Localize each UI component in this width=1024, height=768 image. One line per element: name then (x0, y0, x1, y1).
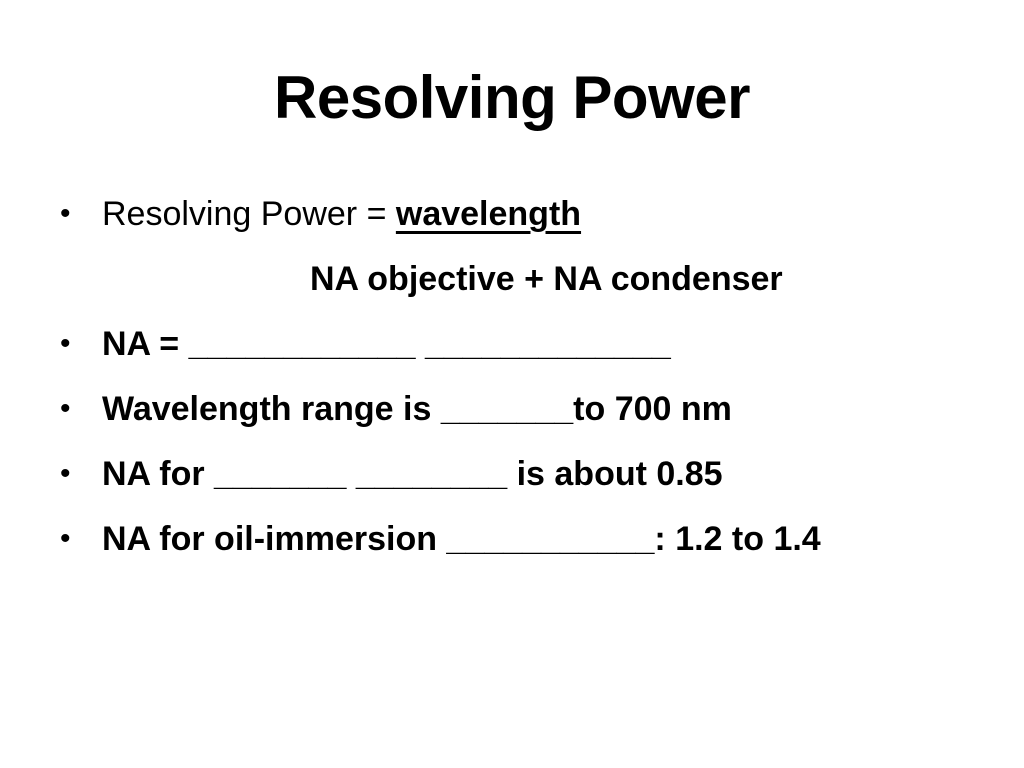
bullet-icon: • (60, 327, 71, 360)
formula-line: Resolving Power = wavelength (102, 190, 581, 238)
na-definition-text: NA = ____________ _____________ (102, 325, 671, 363)
bullet-icon: • (60, 522, 71, 555)
bullet-item-resolving-power: • Resolving Power = wavelength (60, 190, 1000, 255)
wavelength-range-text: Wavelength range is _______to 700 nm (102, 390, 732, 428)
bullet-icon: • (60, 197, 71, 230)
na-about-text: NA for _______ ________ is about 0.85 (102, 455, 723, 493)
formula-prefix: Resolving Power = (102, 195, 396, 233)
bullet-item-na-about: • NA for _______ ________ is about 0.85 (60, 450, 1000, 515)
slide-title: Resolving Power (274, 64, 750, 131)
bullet-icon: • (60, 457, 71, 490)
formula-denominator: NA objective + NA condenser (310, 260, 783, 298)
bullet-icon: • (60, 392, 71, 425)
bullet-item-na: • NA = ____________ _____________ (60, 320, 1000, 385)
oil-immersion-text: NA for oil-immersion ___________: 1.2 to… (102, 520, 821, 558)
formula-denominator-line: NA objective + NA condenser (60, 255, 1000, 320)
formula-numerator: wavelength (395, 195, 582, 233)
bullet-item-wavelength-range: • Wavelength range is _______to 700 nm (60, 385, 1000, 450)
bullet-list: • Resolving Power = wavelength NA object… (60, 190, 1000, 580)
bullet-item-oil-immersion: • NA for oil-immersion ___________: 1.2 … (60, 515, 1000, 580)
